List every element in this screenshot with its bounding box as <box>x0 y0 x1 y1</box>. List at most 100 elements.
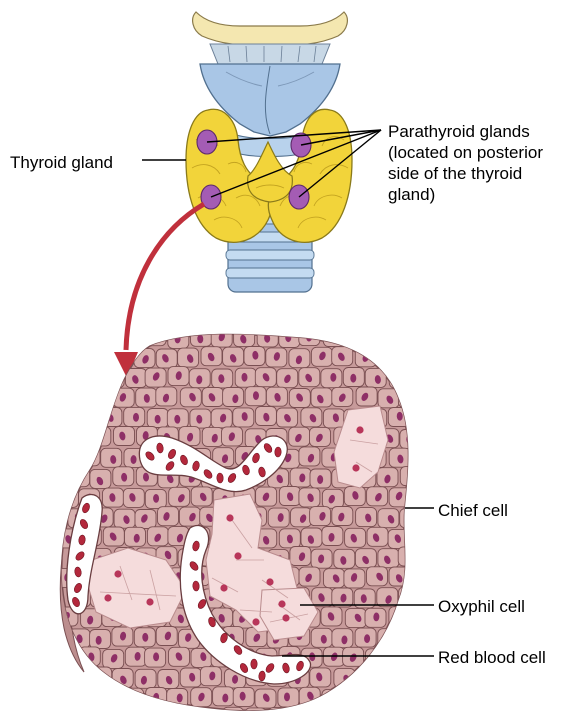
oxyphil-nucleus <box>278 600 285 607</box>
cell-nucleus <box>431 674 438 683</box>
cell-nucleus <box>130 334 136 343</box>
cell-nucleus <box>404 553 411 563</box>
cell-nucleus <box>398 335 405 345</box>
cell-nucleus <box>251 714 260 722</box>
cell-nucleus <box>89 374 95 383</box>
cell-nucleus <box>440 532 449 543</box>
chief-cell <box>410 327 431 346</box>
parathyroid-glands-label: Parathyroid glands (located on posterior… <box>388 121 543 205</box>
cell-nucleus <box>416 615 423 625</box>
oxyphil-nucleus <box>114 570 121 577</box>
chief-cell <box>409 369 430 388</box>
cell-nucleus <box>120 713 128 722</box>
chief-cell <box>112 709 133 722</box>
chief-cell <box>345 688 366 707</box>
chief-cell <box>400 467 421 486</box>
chief-cell <box>409 447 430 466</box>
oxyphil-nucleus <box>352 464 359 471</box>
cell-nucleus <box>427 633 436 644</box>
cell-nucleus <box>404 394 411 404</box>
cell-nucleus <box>438 691 447 702</box>
cell-nucleus <box>417 375 425 385</box>
cell-nucleus <box>153 652 159 661</box>
chief-cell <box>411 688 432 707</box>
chief-cell <box>389 607 410 626</box>
cell-nucleus <box>384 674 393 684</box>
parathyroid-label-line-4: gland) <box>388 184 543 205</box>
chief-cell <box>410 609 431 628</box>
cell-nucleus <box>429 353 437 363</box>
cell-nucleus <box>396 653 405 663</box>
tissue-section <box>57 327 466 722</box>
chief-cell <box>332 707 353 722</box>
cell-nucleus <box>408 592 415 601</box>
cell-nucleus <box>77 673 86 683</box>
chief-cell <box>398 388 419 407</box>
chief-cell <box>377 348 398 367</box>
oxyphil-nucleus <box>234 552 241 559</box>
chief-cell <box>420 389 441 408</box>
chief-cell <box>70 389 91 408</box>
cell-nucleus <box>77 714 83 722</box>
cell-nucleus <box>109 374 115 383</box>
cell-nucleus <box>415 451 422 460</box>
red-blood-cell <box>275 447 282 457</box>
red-blood-cell <box>251 659 258 669</box>
cell-nucleus <box>99 394 106 404</box>
cell-nucleus <box>439 333 448 344</box>
chief-cell <box>290 707 311 722</box>
chief-cell <box>411 647 432 666</box>
chief-cell <box>400 430 421 449</box>
thyroid-gland-label: Thyroid gland <box>10 152 113 173</box>
chief-cell <box>69 468 90 487</box>
cell-nucleus <box>328 694 336 704</box>
cell-nucleus <box>67 372 74 382</box>
chief-cell <box>322 689 343 708</box>
cell-nucleus <box>331 333 338 342</box>
chief-cell <box>409 567 430 586</box>
chief-cell <box>421 549 442 568</box>
cell-nucleus <box>383 354 390 364</box>
cell-nucleus <box>65 413 71 422</box>
cell-nucleus <box>418 495 424 504</box>
chief-cell <box>378 669 399 688</box>
chief-cell <box>58 328 79 347</box>
chief-cell <box>399 349 420 368</box>
cell-nucleus <box>163 712 172 722</box>
cell-nucleus <box>450 473 458 483</box>
chief-cell <box>443 629 464 648</box>
cell-nucleus <box>64 450 73 461</box>
chief-cell-label: Chief cell <box>438 500 508 521</box>
cell-nucleus <box>425 593 434 603</box>
chief-cell <box>442 469 463 488</box>
cell-nucleus <box>406 672 415 682</box>
oxyphil-cell-label: Oxyphil cell <box>438 596 525 617</box>
chief-cell <box>123 688 144 707</box>
chief-cell <box>68 429 89 448</box>
cell-nucleus <box>76 433 85 443</box>
chief-cell <box>431 448 452 467</box>
chief-cell <box>145 327 166 346</box>
cell-nucleus <box>437 572 446 583</box>
cell-nucleus <box>453 674 459 683</box>
cell-nucleus <box>404 634 412 644</box>
red-blood-cell <box>217 473 224 483</box>
chief-cell <box>409 527 430 546</box>
cell-nucleus <box>396 373 404 383</box>
chief-cell <box>411 489 432 508</box>
oxyphil-nucleus <box>104 594 111 601</box>
cell-nucleus <box>450 391 457 401</box>
cell-nucleus <box>449 432 455 441</box>
chief-cell <box>68 348 89 367</box>
chief-cell <box>422 627 443 646</box>
chief-cell <box>90 427 111 446</box>
cell-nucleus <box>418 571 425 580</box>
cell-nucleus <box>350 374 356 383</box>
cell-nucleus <box>372 332 381 342</box>
cell-nucleus <box>374 693 381 702</box>
chief-cell <box>178 709 199 722</box>
chief-cell <box>433 408 454 427</box>
chief-cell <box>421 427 442 446</box>
cell-nucleus <box>76 394 85 404</box>
parathyroid-label-line-3: side of the thyroid <box>388 163 543 184</box>
